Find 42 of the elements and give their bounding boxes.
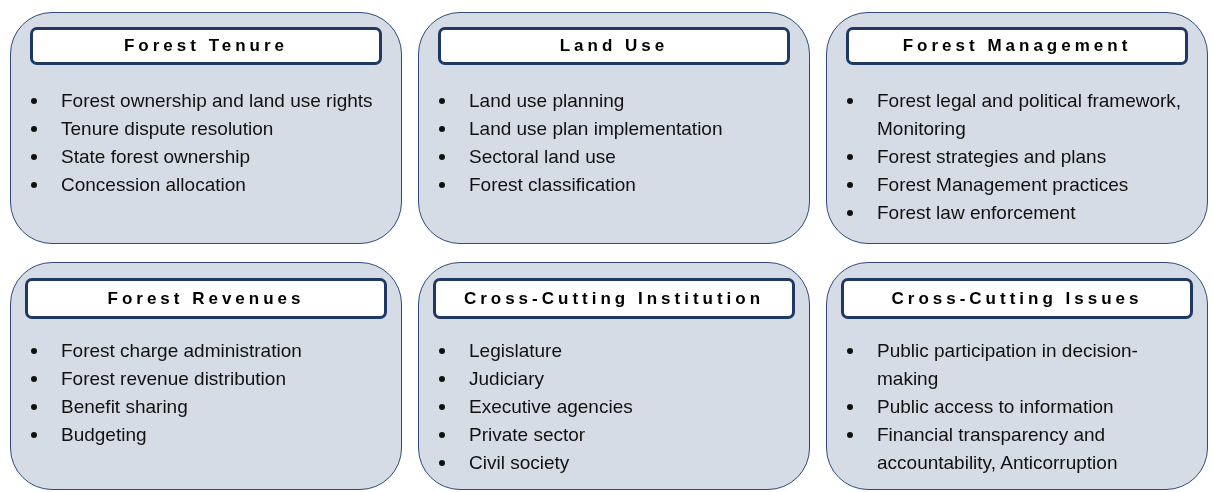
bullet-item: Concession allocation [61, 174, 246, 195]
bullet-item: State forest ownership [61, 146, 251, 167]
bullet-item: Public access to information [877, 396, 1114, 417]
bullet-item: Public participation in decision-making [877, 340, 1138, 389]
category-panel [418, 12, 810, 244]
category-panel [10, 262, 402, 490]
category-panel [826, 262, 1208, 490]
bullet-item: Budgeting [61, 424, 147, 445]
bullet-item: Forest charge administration [61, 340, 302, 361]
bullet-item: Financial transparency and accountability, Anticorruption [877, 424, 1118, 473]
bullet-item: Forest revenue distribution [61, 368, 286, 389]
title-box [841, 278, 1193, 319]
panel-title: Forest Management [902, 36, 1132, 56]
panel-title: Forest Revenues [107, 288, 305, 309]
bullet-item: Forest ownership and land use rights [61, 90, 373, 111]
category-panel [826, 12, 1208, 244]
panel-title: Forest Tenure [123, 36, 289, 56]
bullet-item: Benefit sharing [61, 396, 188, 417]
bullet-item: Forest Management practices [877, 174, 1129, 195]
title-box [846, 27, 1188, 65]
bullet-item: Land use plan implementation [469, 118, 723, 139]
bullet-item: Tenure dispute resolution [61, 118, 274, 139]
panel-title: Land Use [559, 36, 669, 56]
title-box [25, 278, 387, 319]
bullet-item: Forest law enforcement [877, 202, 1076, 223]
title-box [433, 278, 795, 319]
bullet-item: Executive agencies [469, 396, 633, 417]
title-box [30, 27, 382, 65]
bullet-item: Forest classification [469, 174, 636, 195]
bullet-item: Legislature [469, 340, 562, 361]
bullet-item: Forest legal and political framework, Monitoring [877, 90, 1182, 139]
panel-title: Cross-Cutting Issues [891, 288, 1143, 309]
bullet-item: Land use planning [469, 90, 625, 111]
bullet-item: Private sector [469, 424, 586, 445]
category-panel [418, 262, 810, 490]
bullet-item: Civil society [469, 452, 570, 473]
bullet-item: Forest strategies and plans [877, 146, 1107, 167]
bullet-item: Judiciary [469, 368, 544, 389]
bullet-item: Sectoral land use [469, 146, 616, 167]
category-panel [10, 12, 402, 244]
title-box [438, 27, 790, 65]
panel-title: Cross-Cutting Institution [463, 288, 765, 309]
